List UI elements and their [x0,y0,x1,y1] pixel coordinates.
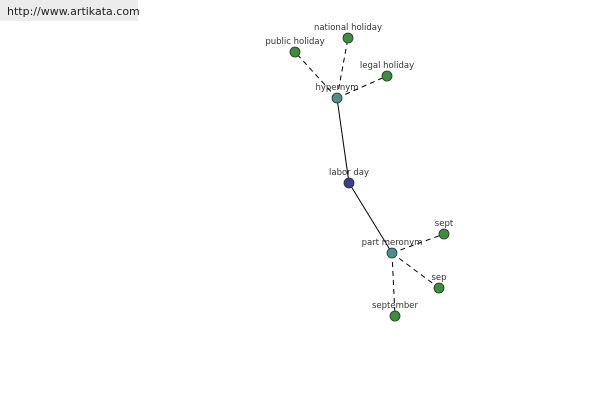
edge-hypernym-public-holiday [294,51,338,99]
edge-labor-day-hypernym [336,97,350,184]
site-url[interactable]: http://www.artikata.com [7,5,140,18]
node-sept[interactable]: sept [435,219,454,240]
node-dot-sep[interactable] [433,282,445,294]
node-dot-legal-holiday[interactable] [381,70,393,82]
node-label-sep[interactable]: sep [431,273,446,283]
node-legal-holiday[interactable]: legal holiday [360,61,414,82]
node-label-part-meronym[interactable]: part meronym [362,238,423,248]
edge-part-meronym-september [391,252,396,317]
node-label-legal-holiday[interactable]: legal holiday [360,61,414,71]
node-label-public-holiday[interactable]: public holiday [265,37,324,47]
edge-labor-day-part-meronym [348,182,393,254]
node-label-september[interactable]: september [372,301,419,311]
node-dot-sept[interactable] [438,228,450,240]
node-dot-public-holiday[interactable] [289,46,301,58]
edge-part-meronym-sep [391,252,440,289]
node-dot-national-holiday[interactable] [342,32,354,44]
node-sep[interactable]: sep [431,273,447,294]
node-hypernym[interactable]: hypernym [315,83,359,104]
node-part-meronym[interactable]: part meronym [362,238,423,259]
node-label-national-holiday[interactable]: national holiday [314,23,382,33]
node-national-holiday[interactable]: national holiday [314,23,382,44]
node-dot-september[interactable] [389,310,401,322]
node-dot-part-meronym[interactable] [386,247,398,259]
node-dot-labor-day[interactable] [343,177,355,189]
node-label-hypernym[interactable]: hypernym [315,83,358,93]
node-labor-day[interactable]: labor day [329,168,369,189]
node-september[interactable]: september [372,301,419,322]
url-banner: http://www.artikata.com [0,0,140,21]
edge-hypernym-national-holiday [336,37,349,99]
node-label-labor-day[interactable]: labor day [329,168,369,178]
node-label-sept[interactable]: sept [435,219,454,229]
edge-hypernym-legal-holiday [336,75,388,99]
node-dot-hypernym[interactable] [331,92,343,104]
graph-nodes: labor day hypernym part meronym public holi… [265,23,454,322]
graph-edges [294,37,445,317]
node-public-holiday[interactable]: public holiday [265,37,325,58]
edge-part-meronym-sept [391,233,445,254]
